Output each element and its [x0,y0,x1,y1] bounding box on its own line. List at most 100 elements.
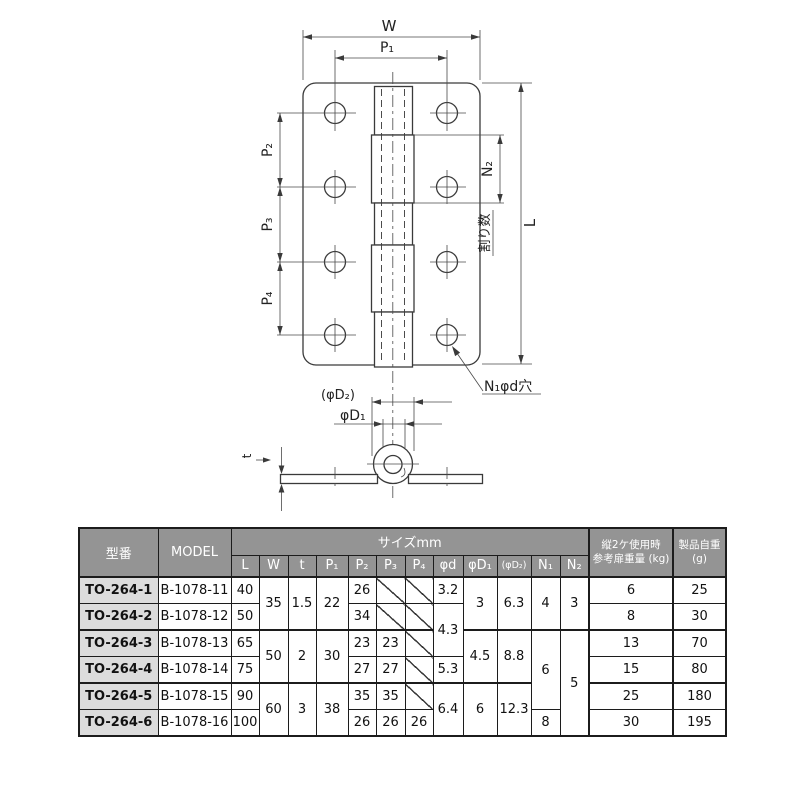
hole-callout: N₁φd穴 [452,346,541,395]
cell-phi-D1: 6 [462,682,498,737]
cell-P2: 26 [347,709,377,737]
cell-t: 1.5 [287,576,317,631]
cell-weight-g: 70 [672,629,727,657]
cell-W: 60 [258,682,289,737]
cell-N1: 4 [530,576,561,631]
header-col-phi-D1: φD₁ [462,554,498,578]
cell-phi-d: 5.3 [432,656,464,684]
cell-P2: 26 [347,576,377,604]
header-door-weight: 縦2ケ使用時 参考扉重量 (kg) [588,527,674,578]
cell-P1: 22 [315,576,349,631]
dim-label-l: L [521,218,539,227]
cell-door-kg: 25 [588,682,674,710]
cell-N2: 3 [559,576,590,631]
cell-P3: 35 [375,682,406,710]
cell-P2: 23 [347,629,377,657]
cell-L: 50 [230,603,260,631]
cell-model-no: TO-264-6 [78,709,159,737]
dim-label-n2: N₂ [480,161,496,177]
dim-label-p1: P₁ [380,40,394,56]
cell-model: B-1078-12 [157,603,232,631]
cell-P2: 27 [347,656,377,684]
cell-L: 75 [230,656,260,684]
header-col-P4: P₄ [404,554,434,578]
cell-door-kg: 30 [588,709,674,737]
dim-label-phi-d1: φD₁ [340,408,366,424]
header-size-group: サイズmm [230,527,590,556]
cell-model: B-1078-13 [157,629,232,657]
hole-note-label: N₁φd穴 [484,379,532,395]
cell-P2: 35 [347,682,377,710]
spec-table: 型番 MODEL サイズmm 縦2ケ使用時 参考扉重量 (kg) 製品自重 (g… [78,527,727,737]
knuckle-segments [370,85,415,368]
dim-label-p2: P₂ [260,143,276,157]
cell-phi-D1: 3 [462,576,498,631]
cell-P4-na [404,656,434,684]
dim-phi-d2: (φD₂) [321,388,452,456]
dim-label-phi-d2: (φD₂) [321,388,355,403]
cell-P4-na [404,603,434,631]
header-col-phi-D2: (φD₂) [496,554,532,578]
header-col-phi-d: φd [432,554,464,578]
table-row: TO-264-3 B-1078-13 65 50 2 30 23 23 4.5 … [78,629,727,737]
cell-model-no: TO-264-2 [78,603,159,631]
dim-t: t [240,447,285,511]
cell-model: B-1078-11 [157,576,232,604]
header-door-weight-line1: 縦2ケ使用時 [601,539,661,552]
cell-weight-g: 80 [672,656,727,684]
table-row: TO-264-1 B-1078-11 40 35 1.5 22 26 3.2 3… [78,576,727,631]
split-count-label: 割り数 [477,213,493,252]
dim-label-t: t [240,453,254,458]
hinge-pin [383,454,403,475]
cell-P1: 38 [315,682,349,737]
cell-t: 2 [287,629,317,684]
cell-P1: 30 [315,629,349,684]
header-product-weight-line2: (g) [692,552,707,565]
header-model-no: 型番 [78,527,159,578]
cell-N1: 6 [530,629,561,710]
side-view: (φD₂) φD₁ t [240,388,484,511]
dim-label-w: W [382,17,397,35]
cell-phi-d: 4.3 [432,603,464,657]
cell-L: 65 [230,629,260,657]
cell-door-kg: 8 [588,603,674,631]
cell-N2: 5 [559,629,590,737]
cell-model: B-1078-15 [157,682,232,710]
front-view: W P₁ P₂ P₃ P₄ [260,17,541,500]
header-model: MODEL [157,527,232,578]
cell-phi-d: 3.2 [432,576,464,604]
cell-P4-na [404,576,434,604]
cell-model: B-1078-16 [157,709,232,737]
cell-N1: 8 [530,709,561,737]
header-col-t: t [287,554,317,578]
left-leaf-side [279,473,379,485]
cell-W: 50 [258,629,289,684]
header-col-P3: P₃ [375,554,406,578]
cell-door-kg: 13 [588,629,674,657]
hole-centerlines [277,50,466,352]
cell-L: 40 [230,576,260,604]
header-col-L: L [230,554,260,578]
curl-detail [400,467,406,478]
cell-phi-d: 6.4 [432,682,464,737]
cell-door-kg: 6 [588,576,674,604]
dim-n2-split: N₂ 割り数 [414,134,504,256]
table-row: TO-264-6 B-1078-16 100 26 26 26 8 30 195 [78,709,727,737]
cell-P2: 34 [347,603,377,631]
cell-P4-na [404,682,434,710]
dim-w: W [302,17,481,80]
header-col-N2: N₂ [559,554,590,578]
cell-model: B-1078-14 [157,656,232,684]
cell-L: 90 [230,682,260,710]
right-leaf-side [407,473,484,485]
dim-p2-p3-p4: P₂ P₃ P₄ [260,113,283,335]
cell-W: 35 [258,576,289,631]
table-row: TO-264-5 B-1078-15 90 60 3 38 35 35 6.4 … [78,682,727,737]
cell-weight-g: 30 [672,603,727,631]
technical-drawing: W P₁ P₂ P₃ P₄ [240,17,541,511]
header-col-P2: P₂ [347,554,377,578]
cell-phi-D2: 12.3 [496,682,532,737]
dim-l: L [482,82,539,365]
table-row: TO-264-2 B-1078-12 50 34 4.3 8 30 [78,603,727,657]
